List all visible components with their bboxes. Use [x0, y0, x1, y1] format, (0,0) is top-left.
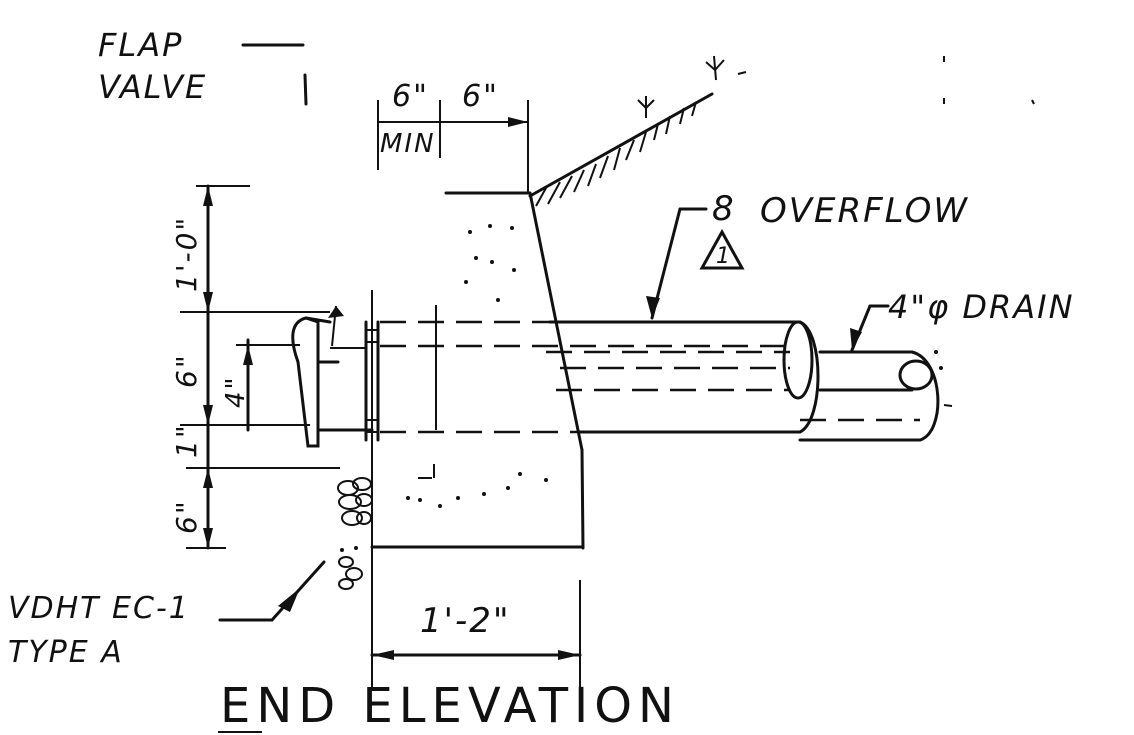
- grass-tuft-2: [705, 55, 725, 81]
- overflow-text: OVERFLOW: [760, 191, 969, 231]
- dim-top-second: 6": [462, 79, 499, 114]
- ground-hatching: [535, 101, 697, 207]
- dim-inner-vertical: 4": [221, 375, 251, 408]
- bottom-width-dimension: [370, 548, 582, 690]
- flap-valve-label-line2: VALVE: [98, 68, 207, 106]
- headwall: [370, 191, 585, 550]
- dim-top-min-value: 6": [392, 79, 429, 114]
- drain-leader: [850, 304, 890, 352]
- dim-vertical-4: 6": [170, 499, 203, 534]
- drawing-title: END ELEVATION: [220, 678, 680, 734]
- riprap-label-line2: TYPE A: [8, 635, 124, 670]
- grass-tuft-1: [637, 96, 655, 118]
- dim-vertical-1: 1'-0": [170, 216, 203, 292]
- riprap-leader: [218, 560, 326, 622]
- top-dimension: [377, 100, 529, 194]
- flap-valve-body: [291, 305, 380, 448]
- left-vertical-dimension: [180, 184, 340, 550]
- ground-surface: [528, 55, 747, 207]
- margin-marks: [943, 56, 1035, 105]
- dim-vertical-3: 1": [170, 423, 203, 458]
- drain-label: 4"φ DRAIN: [888, 288, 1075, 326]
- riprap-label-line1: VDHT EC-1: [8, 591, 190, 626]
- overflow-pipe: [380, 320, 820, 434]
- overflow-number: 8: [712, 189, 736, 229]
- overflow-leader: [646, 207, 708, 320]
- concrete-speckle: [406, 224, 548, 508]
- inner-vertical-dimension: [236, 338, 300, 432]
- flap-valve-label-line1: FLAP: [98, 26, 183, 64]
- drain-pipe: [546, 350, 953, 442]
- revision-marker-text: 1: [716, 244, 732, 269]
- dim-vertical-2: 6": [170, 353, 203, 388]
- riprap-stones: [337, 477, 373, 590]
- revision-marker: 1: [699, 228, 745, 270]
- dim-top-min-note: MIN: [380, 129, 436, 159]
- flap-valve-leader: [241, 43, 308, 106]
- dim-width-bottom: 1'-2": [420, 601, 511, 641]
